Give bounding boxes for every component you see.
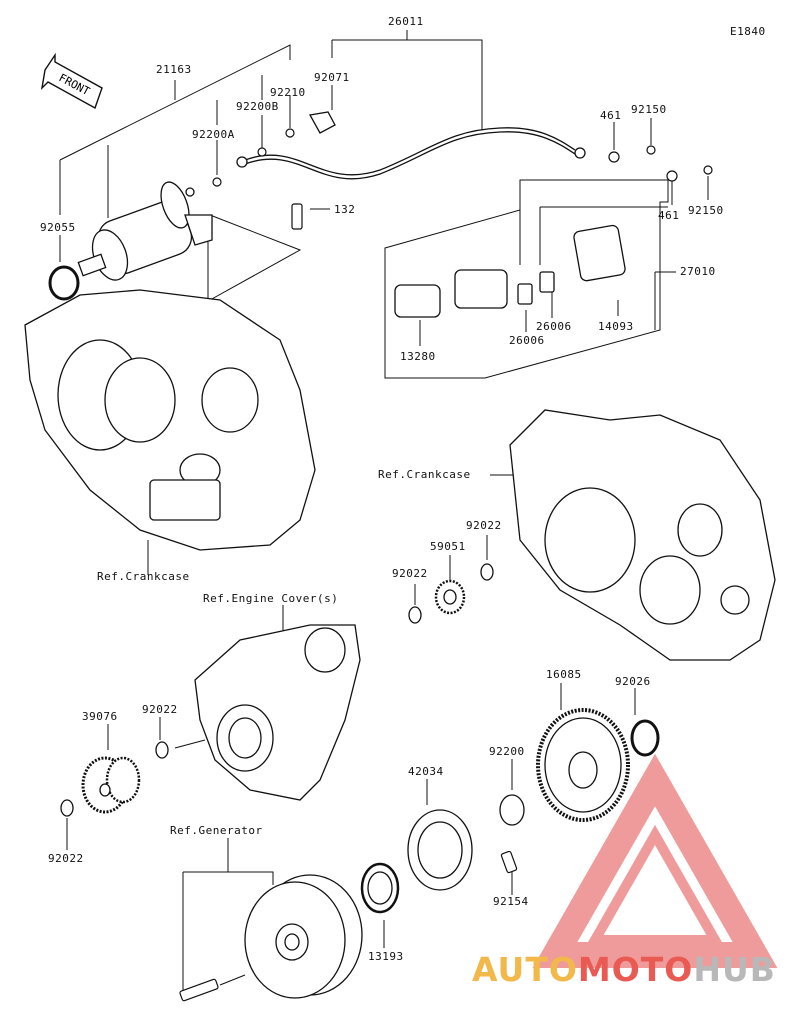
part-label-92022-c: 92022 [142, 703, 178, 716]
part-label-92150-top: 92150 [631, 103, 667, 116]
part-label-14093: 14093 [598, 320, 634, 333]
part-label-26006-a: 26006 [536, 320, 572, 333]
engine-cover-icon [155, 624, 361, 801]
watermark-auto: AUTO [472, 950, 578, 989]
leader-lines [59, 30, 709, 990]
oring-icon [48, 265, 80, 301]
diagram-code: E1840 [730, 25, 766, 38]
part-label-92154: 92154 [493, 895, 529, 908]
part-label-59051: 59051 [430, 540, 466, 553]
part-label-13193: 13193 [368, 950, 404, 963]
crankcase-left-icon [24, 289, 316, 551]
idler-gear-icon [408, 563, 494, 624]
ref-engine-cover: Ref.Engine Cover(s) [203, 592, 339, 605]
part-label-92071: 92071 [314, 71, 350, 84]
part-label-26011: 26011 [388, 15, 424, 28]
starter-clutch-gear-icon [499, 708, 660, 826]
part-label-92200: 92200 [489, 745, 525, 758]
part-label-92055: 92055 [40, 221, 76, 234]
ref-crankcase-right: Ref.Crankcase [378, 468, 471, 481]
watermark-hub: HUB [693, 950, 776, 989]
ref-crankcase-left: Ref.Crankcase [97, 570, 190, 583]
relay-components-icon [394, 224, 626, 318]
crankcase-right-icon [509, 409, 776, 661]
part-label-13280: 13280 [400, 350, 436, 363]
part-label-92200A: 92200A [192, 128, 235, 141]
ref-generator: Ref.Generator [170, 824, 263, 837]
front-arrow-icon [40, 52, 103, 110]
one-way-clutch-icon [360, 809, 473, 914]
watermark-moto: MOTO [577, 950, 694, 989]
watermark-text: AUTOMOTOHUB [472, 950, 776, 989]
part-label-461-top: 461 [600, 109, 622, 122]
watermark-logo-icon [532, 753, 778, 968]
part-label-92022-d: 92022 [48, 852, 84, 865]
part-label-92022-a: 92022 [466, 519, 502, 532]
flywheel-icon [244, 874, 363, 999]
part-label-92210: 92210 [270, 86, 306, 99]
reduction-gear-icon [60, 756, 141, 817]
part-label-26006-b: 26006 [509, 334, 545, 347]
small-fasteners-icon [179, 128, 713, 1002]
part-label-27010: 27010 [680, 265, 716, 278]
part-label-92026: 92026 [615, 675, 651, 688]
part-label-461-right: 461 [658, 209, 680, 222]
part-label-92022-b: 92022 [392, 567, 428, 580]
part-label-92200B: 92200B [236, 100, 279, 113]
part-label-92150-right: 92150 [688, 204, 724, 217]
part-label-16085: 16085 [546, 668, 582, 681]
starter-motor-icon [77, 181, 213, 281]
part-label-132: 132 [334, 203, 356, 216]
part-label-21163: 21163 [156, 63, 192, 76]
part-label-42034: 42034 [408, 765, 444, 778]
starter-cable-icon [236, 111, 586, 180]
part-label-39076: 39076 [82, 710, 118, 723]
